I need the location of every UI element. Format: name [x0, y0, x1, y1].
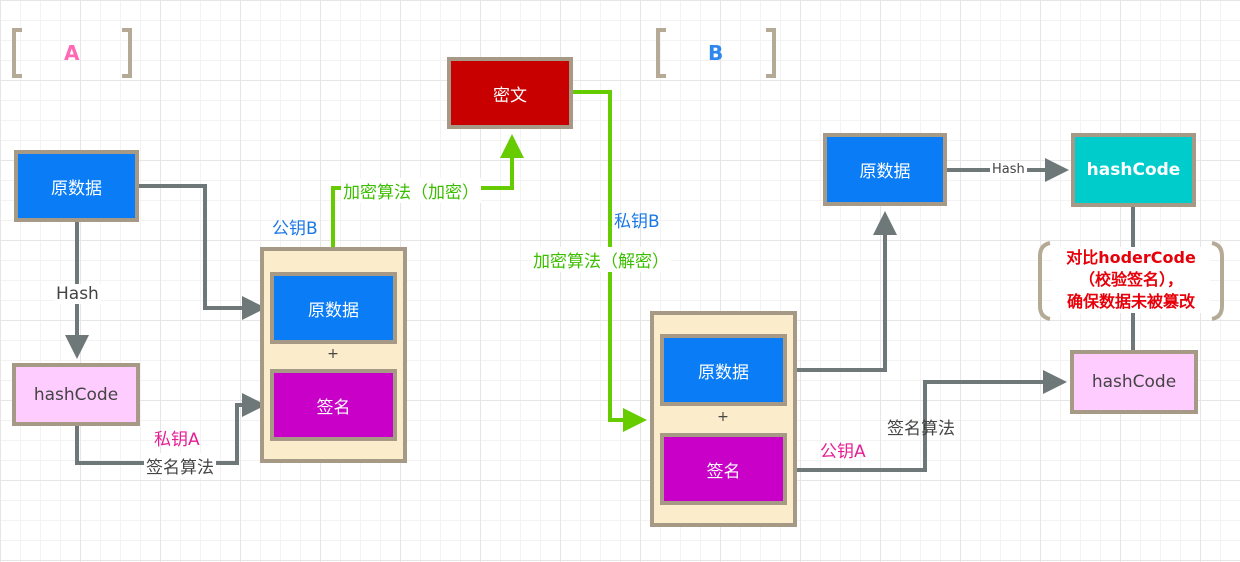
label-private-key-a: 私钥A [154, 430, 200, 450]
compare-note-line3: 确保数据未被篡改 [1066, 292, 1195, 311]
note-right-bracket [1211, 241, 1224, 321]
group-a-title: A [64, 41, 80, 65]
compare-note: 对比hoderCode （校验签名）， 确保数据未被篡改 [1052, 247, 1210, 313]
arrow-verify-b [787, 370, 1067, 472]
b-package-signature[interactable]: 签名 [660, 433, 787, 505]
label-sign-algo-a: 签名算法 [144, 453, 216, 478]
label-hash-b: Hash [990, 162, 1027, 177]
label-private-key-b: 私钥B [614, 212, 660, 232]
arrow-b-original-up [787, 211, 897, 372]
group-b-title: B [708, 41, 724, 65]
a-package-plus: + [327, 346, 339, 362]
group-b-left-bracket [656, 28, 666, 78]
label-public-key-a: 公钥A [820, 442, 866, 462]
label-hash-a: Hash [54, 284, 101, 304]
ciphertext[interactable]: 密文 [447, 57, 573, 129]
a-package-original-data[interactable]: 原数据 [270, 272, 397, 344]
compare-note-line2: （校验签名）， [1078, 270, 1183, 289]
label-public-key-b: 公钥B [272, 219, 318, 239]
group-b-right-bracket [766, 28, 776, 78]
label-encrypt: 加密算法（加密） [341, 178, 481, 203]
arrow-original-to-package [139, 184, 266, 320]
note-left-bracket [1038, 241, 1051, 321]
b-package-plus: + [717, 409, 729, 425]
b-package-original-data[interactable]: 原数据 [660, 334, 787, 406]
label-sign-algo-b: 签名算法 [887, 419, 955, 439]
compare-note-line1: 对比hoderCode [1066, 248, 1196, 267]
b-hashcode-top[interactable]: hashCode [1071, 133, 1196, 207]
a-original-data[interactable]: 原数据 [14, 150, 139, 222]
label-decrypt: 加密算法（解密） [531, 247, 671, 272]
a-package-signature[interactable]: 签名 [270, 369, 397, 441]
arrow-sign-a [75, 393, 266, 465]
b-original-data[interactable]: 原数据 [823, 133, 947, 206]
a-hashcode[interactable]: hashCode [12, 363, 140, 426]
group-a-left-bracket [12, 28, 22, 78]
group-a-right-bracket [122, 28, 132, 78]
b-hashcode-bottom[interactable]: hashCode [1070, 350, 1198, 414]
